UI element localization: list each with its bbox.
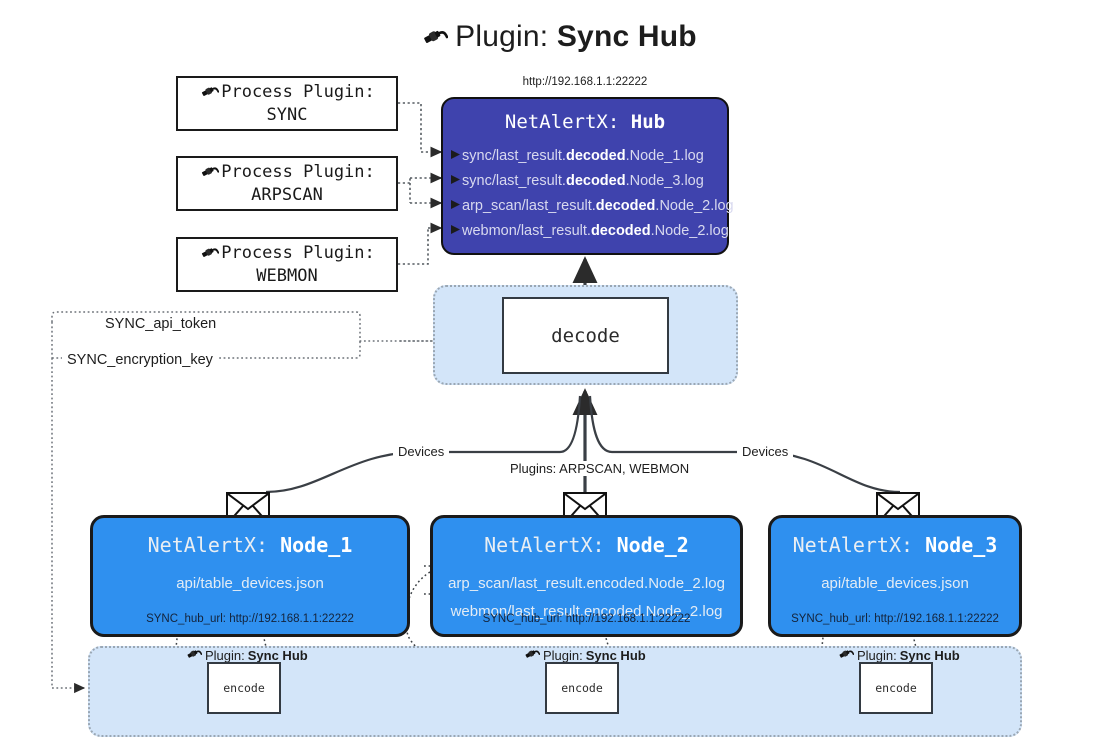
hub-log-line: sync/last_result.decoded.Node_1.log — [443, 143, 727, 168]
page-title-name: Sync Hub — [556, 20, 697, 53]
plug-icon — [199, 161, 220, 184]
hub-log-post: .Node_2.log — [650, 222, 729, 239]
encode-plugin-prefix: Plugin: — [205, 647, 245, 663]
node-2[interactable]: NetAlertX: Node_2 arp_scan/last_result.e… — [430, 515, 743, 637]
process-plugin-name: WEBMON — [256, 265, 318, 286]
edge-label-devices-left: Devices — [393, 444, 450, 459]
node-line-list: api/table_devices.json — [771, 570, 1019, 598]
arrow-right-icon — [450, 148, 461, 164]
hub-log-pre: arp_scan/last_result. — [462, 197, 596, 214]
node-line: webmon/last_result.encoded.Node_2.log — [450, 603, 723, 620]
hub-log-post: .Node_1.log — [625, 147, 704, 164]
arrow-right-icon — [450, 173, 461, 189]
plug-icon — [199, 242, 220, 265]
node-line-list: arp_scan/last_result.encoded.Node_2.log … — [433, 570, 740, 626]
node-hub-url: SYNC_hub_url: http://192.168.1.1:22222 — [791, 613, 999, 625]
node-1[interactable]: NetAlertX: Node_1 api/table_devices.json… — [90, 515, 410, 637]
plug-icon — [420, 20, 449, 62]
hub-log-em: decoded — [565, 172, 626, 189]
process-plugin-name: ARPSCAN — [251, 184, 323, 205]
node-line-list: api/table_devices.json — [93, 570, 407, 598]
node-title: NetAlertX: Node_2 — [433, 533, 740, 557]
hub-log-em: decoded — [565, 147, 626, 164]
node-title-name: Node_3 — [925, 533, 998, 557]
encode-box-3[interactable]: encode — [859, 662, 933, 714]
encode-box-2[interactable]: encode — [545, 662, 619, 714]
node-hub-url: SYNC_hub_url: http://192.168.1.1:22222 — [146, 613, 354, 625]
encode-plugin-label-2: Plugin: Sync Hub — [523, 645, 646, 665]
plug-icon — [523, 645, 541, 665]
plug-icon — [185, 645, 203, 665]
node-line: api/table_devices.json — [176, 575, 324, 592]
edge-label-plugins: Plugins: ARPSCAN, WEBMON — [505, 461, 695, 476]
hub-log-list: sync/last_result.decoded.Node_1.log sync… — [443, 143, 734, 243]
node-title: NetAlertX: Node_3 — [771, 533, 1019, 557]
hub-log-em: decoded — [590, 222, 651, 239]
process-plugin-name: SYNC — [266, 104, 308, 125]
node-title-name: Node_2 — [616, 533, 689, 557]
arrow-right-icon — [450, 198, 461, 214]
encode-plugin-label-1: Plugin: Sync Hub — [185, 645, 308, 665]
page-title: Plugin: Sync Hub — [0, 16, 1117, 62]
process-plugin-label: Process Plugin: — [221, 161, 375, 182]
encode-plugin-label-3: Plugin: Sync Hub — [837, 645, 960, 665]
node-title: NetAlertX: Node_1 — [93, 533, 407, 557]
hub-log-post: .Node_3.log — [625, 172, 704, 189]
hub-title: NetAlertX: Hub — [443, 111, 727, 133]
hub-log-line: sync/last_result.decoded.Node_3.log — [443, 168, 727, 193]
encode-plugin-name: Sync Hub — [247, 647, 308, 663]
node-line: arp_scan/last_result.encoded.Node_2.log — [448, 575, 725, 592]
plug-icon — [837, 645, 855, 665]
process-plugin-sync[interactable]: Process Plugin: SYNC — [176, 76, 398, 131]
node-line: api/table_devices.json — [821, 575, 969, 592]
hub-title-prefix: NetAlertX: — [504, 111, 631, 133]
process-plugin-label: Process Plugin: — [221, 242, 375, 263]
hub-log-pre: sync/last_result. — [462, 172, 566, 189]
node-title-prefix: NetAlertX: — [147, 533, 281, 557]
sync-api-token-label: SYNC_api_token — [100, 316, 222, 332]
encode-plugin-name: Sync Hub — [899, 647, 960, 663]
sync-encryption-key-label: SYNC_encryption_key — [62, 352, 218, 368]
arrow-right-icon — [450, 223, 461, 239]
plug-icon — [199, 81, 220, 104]
decode-box[interactable]: decode — [502, 297, 669, 374]
encode-plugin-prefix: Plugin: — [543, 647, 583, 663]
node-title-prefix: NetAlertX: — [484, 533, 617, 557]
node-title-name: Node_1 — [280, 533, 353, 557]
hub-log-post: .Node_2.log — [655, 197, 734, 214]
hub-title-name: Hub — [630, 111, 666, 133]
process-plugin-label: Process Plugin: — [221, 81, 375, 102]
hub-log-line: arp_scan/last_result.decoded.Node_2.log — [443, 193, 734, 218]
encode-plugin-name: Sync Hub — [585, 647, 646, 663]
page-title-prefix: Plugin: — [455, 20, 557, 53]
hub-log-line: webmon/last_result.decoded.Node_2.log — [443, 218, 729, 243]
encode-box-1[interactable]: encode — [207, 662, 281, 714]
process-plugin-arpscan[interactable]: Process Plugin: ARPSCAN — [176, 156, 398, 211]
hub-url-label: http://192.168.1.1:22222 — [522, 76, 648, 88]
hub-log-pre: sync/last_result. — [462, 147, 566, 164]
node-3[interactable]: NetAlertX: Node_3 api/table_devices.json… — [768, 515, 1022, 637]
hub-log-em: decoded — [595, 197, 656, 214]
process-plugin-webmon[interactable]: Process Plugin: WEBMON — [176, 237, 398, 292]
encode-plugin-prefix: Plugin: — [857, 647, 897, 663]
edge-label-devices-right: Devices — [737, 444, 794, 459]
node-hub-url: SYNC_hub_url: http://192.168.1.1:22222 — [482, 613, 691, 625]
hub-node[interactable]: NetAlertX: Hub sync/last_result.decoded.… — [441, 97, 734, 255]
node-title-prefix: NetAlertX: — [792, 533, 926, 557]
hub-log-pre: webmon/last_result. — [462, 222, 591, 239]
